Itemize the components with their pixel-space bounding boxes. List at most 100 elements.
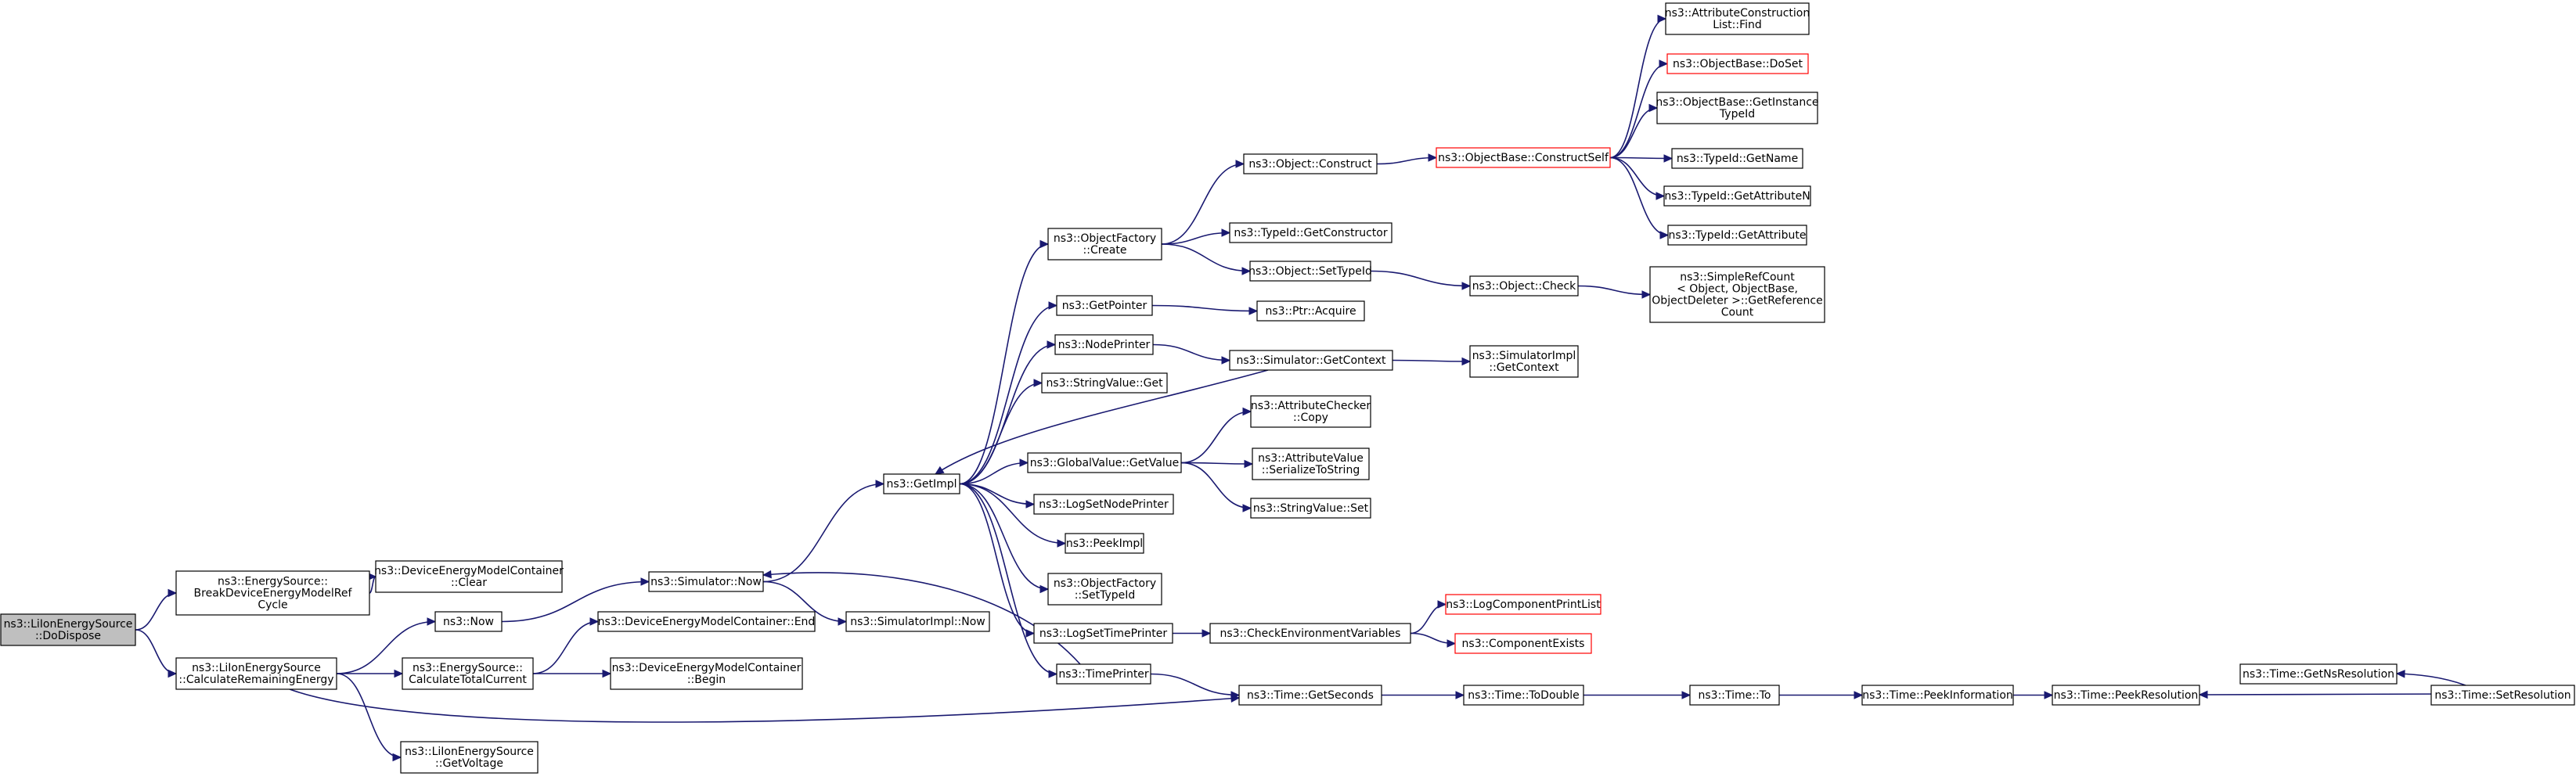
- edge-objfactcreate-to-objconstruct: [1161, 160, 1245, 245]
- node-box: [1436, 147, 1611, 168]
- node-demclear[interactable]: ns3::DeviceEnergyModelContainer::Clear: [374, 560, 564, 593]
- node-label: ns3::Time::PeekInformation: [1862, 689, 2013, 702]
- node-box: [1250, 395, 1371, 428]
- node-label: ns3::LiIonEnergySource: [192, 662, 321, 674]
- node-getvolt[interactable]: ns3::LiIonEnergySource::GetVoltage: [400, 741, 539, 774]
- edge-arrowhead: [1659, 231, 1670, 239]
- node-objcheck[interactable]: ns3::Object::Check: [1469, 275, 1579, 297]
- node-label: ::Copy: [1293, 412, 1328, 424]
- node-demend[interactable]: ns3::DeviceEnergyModelContainer::End: [597, 611, 816, 632]
- node-box: [648, 571, 764, 592]
- node-compexists[interactable]: ns3::ComponentExists: [1454, 633, 1592, 654]
- edge-line: [959, 483, 1035, 634]
- edge-arrowhead: [1039, 239, 1050, 249]
- edge-arrowhead: [1428, 153, 1438, 162]
- edge-line: [1609, 63, 1668, 159]
- node-root[interactable]: ns3::LiIonEnergySource::DoDispose: [0, 613, 136, 646]
- node-objfactsettypeid[interactable]: ns3::ObjectFactory::SetTypeId: [1047, 573, 1162, 606]
- node-peekimpl[interactable]: ns3::PeekImpl: [1065, 533, 1144, 554]
- edge-line: [289, 688, 1240, 723]
- node-box: [1250, 498, 1371, 519]
- node-simimplgetcontext[interactable]: ns3::SimulatorImpl::GetContext: [1469, 345, 1579, 378]
- node-label: List::Find: [1713, 19, 1762, 31]
- node-nodeprinter[interactable]: ns3::NodePrinter: [1054, 334, 1154, 355]
- node-timepeekinfo[interactable]: ns3::Time::PeekInformation: [1861, 685, 2014, 706]
- edge-now-to-simnow: [501, 577, 650, 623]
- node-timeprinter[interactable]: ns3::TimePrinter: [1056, 663, 1151, 685]
- node-globalvalueget[interactable]: ns3::GlobalValue::GetValue: [1027, 452, 1182, 473]
- node-label: ns3::StringValue::Set: [1253, 502, 1369, 515]
- node-timeto[interactable]: ns3::Time::To: [1689, 685, 1780, 706]
- edge-arrowhead: [1033, 379, 1043, 387]
- node-box: [1229, 350, 1393, 371]
- node-objfactcreate[interactable]: ns3::ObjectFactory::Create: [1047, 228, 1162, 261]
- edge-arrowhead: [168, 588, 178, 598]
- node-typeidgetattrn[interactable]: ns3::TypeId::GetAttributeN: [1663, 185, 1811, 207]
- node-label: ns3::LiIonEnergySource: [4, 618, 133, 631]
- edge-objbaseconstructself-to-typeidgetname: [1609, 154, 1673, 163]
- node-typeidgetattr[interactable]: ns3::TypeId::GetAttribute: [1667, 225, 1807, 246]
- node-box: [1667, 225, 1807, 246]
- node-objsettypeid[interactable]: ns3::Object::SetTypeId: [1248, 261, 1372, 282]
- edge-arrowhead: [1057, 539, 1067, 548]
- node-now[interactable]: ns3::Now: [434, 611, 503, 632]
- edge-line: [935, 369, 1269, 475]
- edge-arrowhead: [1461, 282, 1472, 290]
- edge-arrowhead: [1437, 600, 1447, 609]
- node-simplerefcount[interactable]: ns3::SimpleRefCount< Object, ObjectBase,…: [1649, 266, 1825, 323]
- node-checkenv[interactable]: ns3::CheckEnvironmentVariables: [1209, 623, 1411, 644]
- node-timegetnsres[interactable]: ns3::Time::GetNsResolution: [2239, 663, 2398, 685]
- node-box: [1469, 275, 1579, 297]
- node-calctot[interactable]: ns3::EnergySource::CalculateTotalCurrent: [402, 657, 534, 690]
- node-box: [1065, 533, 1144, 554]
- edge-line: [1577, 285, 1651, 296]
- node-typeidgetname[interactable]: ns3::TypeId::GetName: [1671, 148, 1803, 169]
- node-timetodouble[interactable]: ns3::Time::ToDouble: [1463, 685, 1584, 706]
- edge-getimpl-to-objfactcreate: [959, 239, 1050, 485]
- edge-line: [1609, 18, 1666, 159]
- node-timegetseconds[interactable]: ns3::Time::GetSeconds: [1238, 685, 1382, 706]
- node-box: [402, 657, 534, 690]
- node-logcompprintlist[interactable]: ns3::LogComponentPrintList: [1445, 594, 1601, 615]
- node-stringvalueset[interactable]: ns3::StringValue::Set: [1250, 498, 1371, 519]
- edge-getimpl-to-getpointer: [959, 301, 1058, 485]
- node-calcrem[interactable]: ns3::LiIonEnergySource::CalculateRemaini…: [175, 657, 337, 690]
- node-label: ns3::DeviceEnergyModelContainer: [612, 662, 802, 674]
- node-objconstruct[interactable]: ns3::Object::Construct: [1243, 153, 1378, 174]
- node-objbaseconstructself[interactable]: ns3::ObjectBase::ConstructSelf: [1436, 147, 1611, 168]
- node-label: Cycle: [258, 599, 287, 612]
- edge-line: [1609, 107, 1658, 159]
- node-logsettimeprinter[interactable]: ns3::LogSetTimePrinter: [1033, 623, 1173, 644]
- node-simimplnow[interactable]: ns3::SimulatorImpl::Now: [845, 611, 990, 632]
- edge-arrowhead: [392, 753, 402, 762]
- edge-arrowhead: [1663, 154, 1673, 163]
- edge-checkenv-to-logcompprintlist: [1410, 600, 1447, 634]
- node-attrvalueser[interactable]: ns3::AttributeValue::SerializeToString: [1252, 448, 1370, 480]
- node-simnow[interactable]: ns3::Simulator::Now: [648, 571, 764, 592]
- node-objbasedoset[interactable]: ns3::ObjectBase::DoSet: [1666, 53, 1809, 74]
- node-breakdev[interactable]: ns3::EnergySource::BreakDeviceEnergyMode…: [175, 570, 370, 616]
- node-simgetcontext[interactable]: ns3::Simulator::GetContext: [1229, 350, 1393, 371]
- node-getimpl[interactable]: ns3::GetImpl: [883, 473, 960, 494]
- node-timesetres[interactable]: ns3::Time::SetResolution: [2430, 685, 2575, 706]
- edge-arrowhead: [1447, 639, 1457, 648]
- node-timepeekres[interactable]: ns3::Time::PeekResolution: [2052, 685, 2200, 706]
- edge-globalvalueget-to-attrcheckercopy: [1180, 407, 1252, 464]
- node-box: [1663, 185, 1811, 207]
- node-getpointer[interactable]: ns3::GetPointer: [1056, 295, 1153, 316]
- node-label: Count: [1721, 307, 1754, 319]
- edge-objconstruct-to-objbaseconstructself: [1376, 153, 1438, 165]
- edge-arrowhead: [1039, 584, 1050, 594]
- node-stringvalueget[interactable]: ns3::StringValue::Get: [1041, 372, 1168, 394]
- node-box: [1256, 300, 1365, 322]
- node-logsetnodeprinter[interactable]: ns3::LogSetNodePrinter: [1033, 494, 1174, 515]
- node-typeidgetctor[interactable]: ns3::TypeId::GetConstructor: [1229, 222, 1392, 243]
- node-attrcheckercopy[interactable]: ns3::AttributeChecker::Copy: [1250, 395, 1371, 428]
- node-dembegin[interactable]: ns3::DeviceEnergyModelContainer::Begin: [610, 657, 803, 690]
- edge-line: [532, 620, 599, 674]
- edge-arrowhead: [1230, 691, 1241, 699]
- node-ptracquire[interactable]: ns3::Ptr::Acquire: [1256, 300, 1365, 322]
